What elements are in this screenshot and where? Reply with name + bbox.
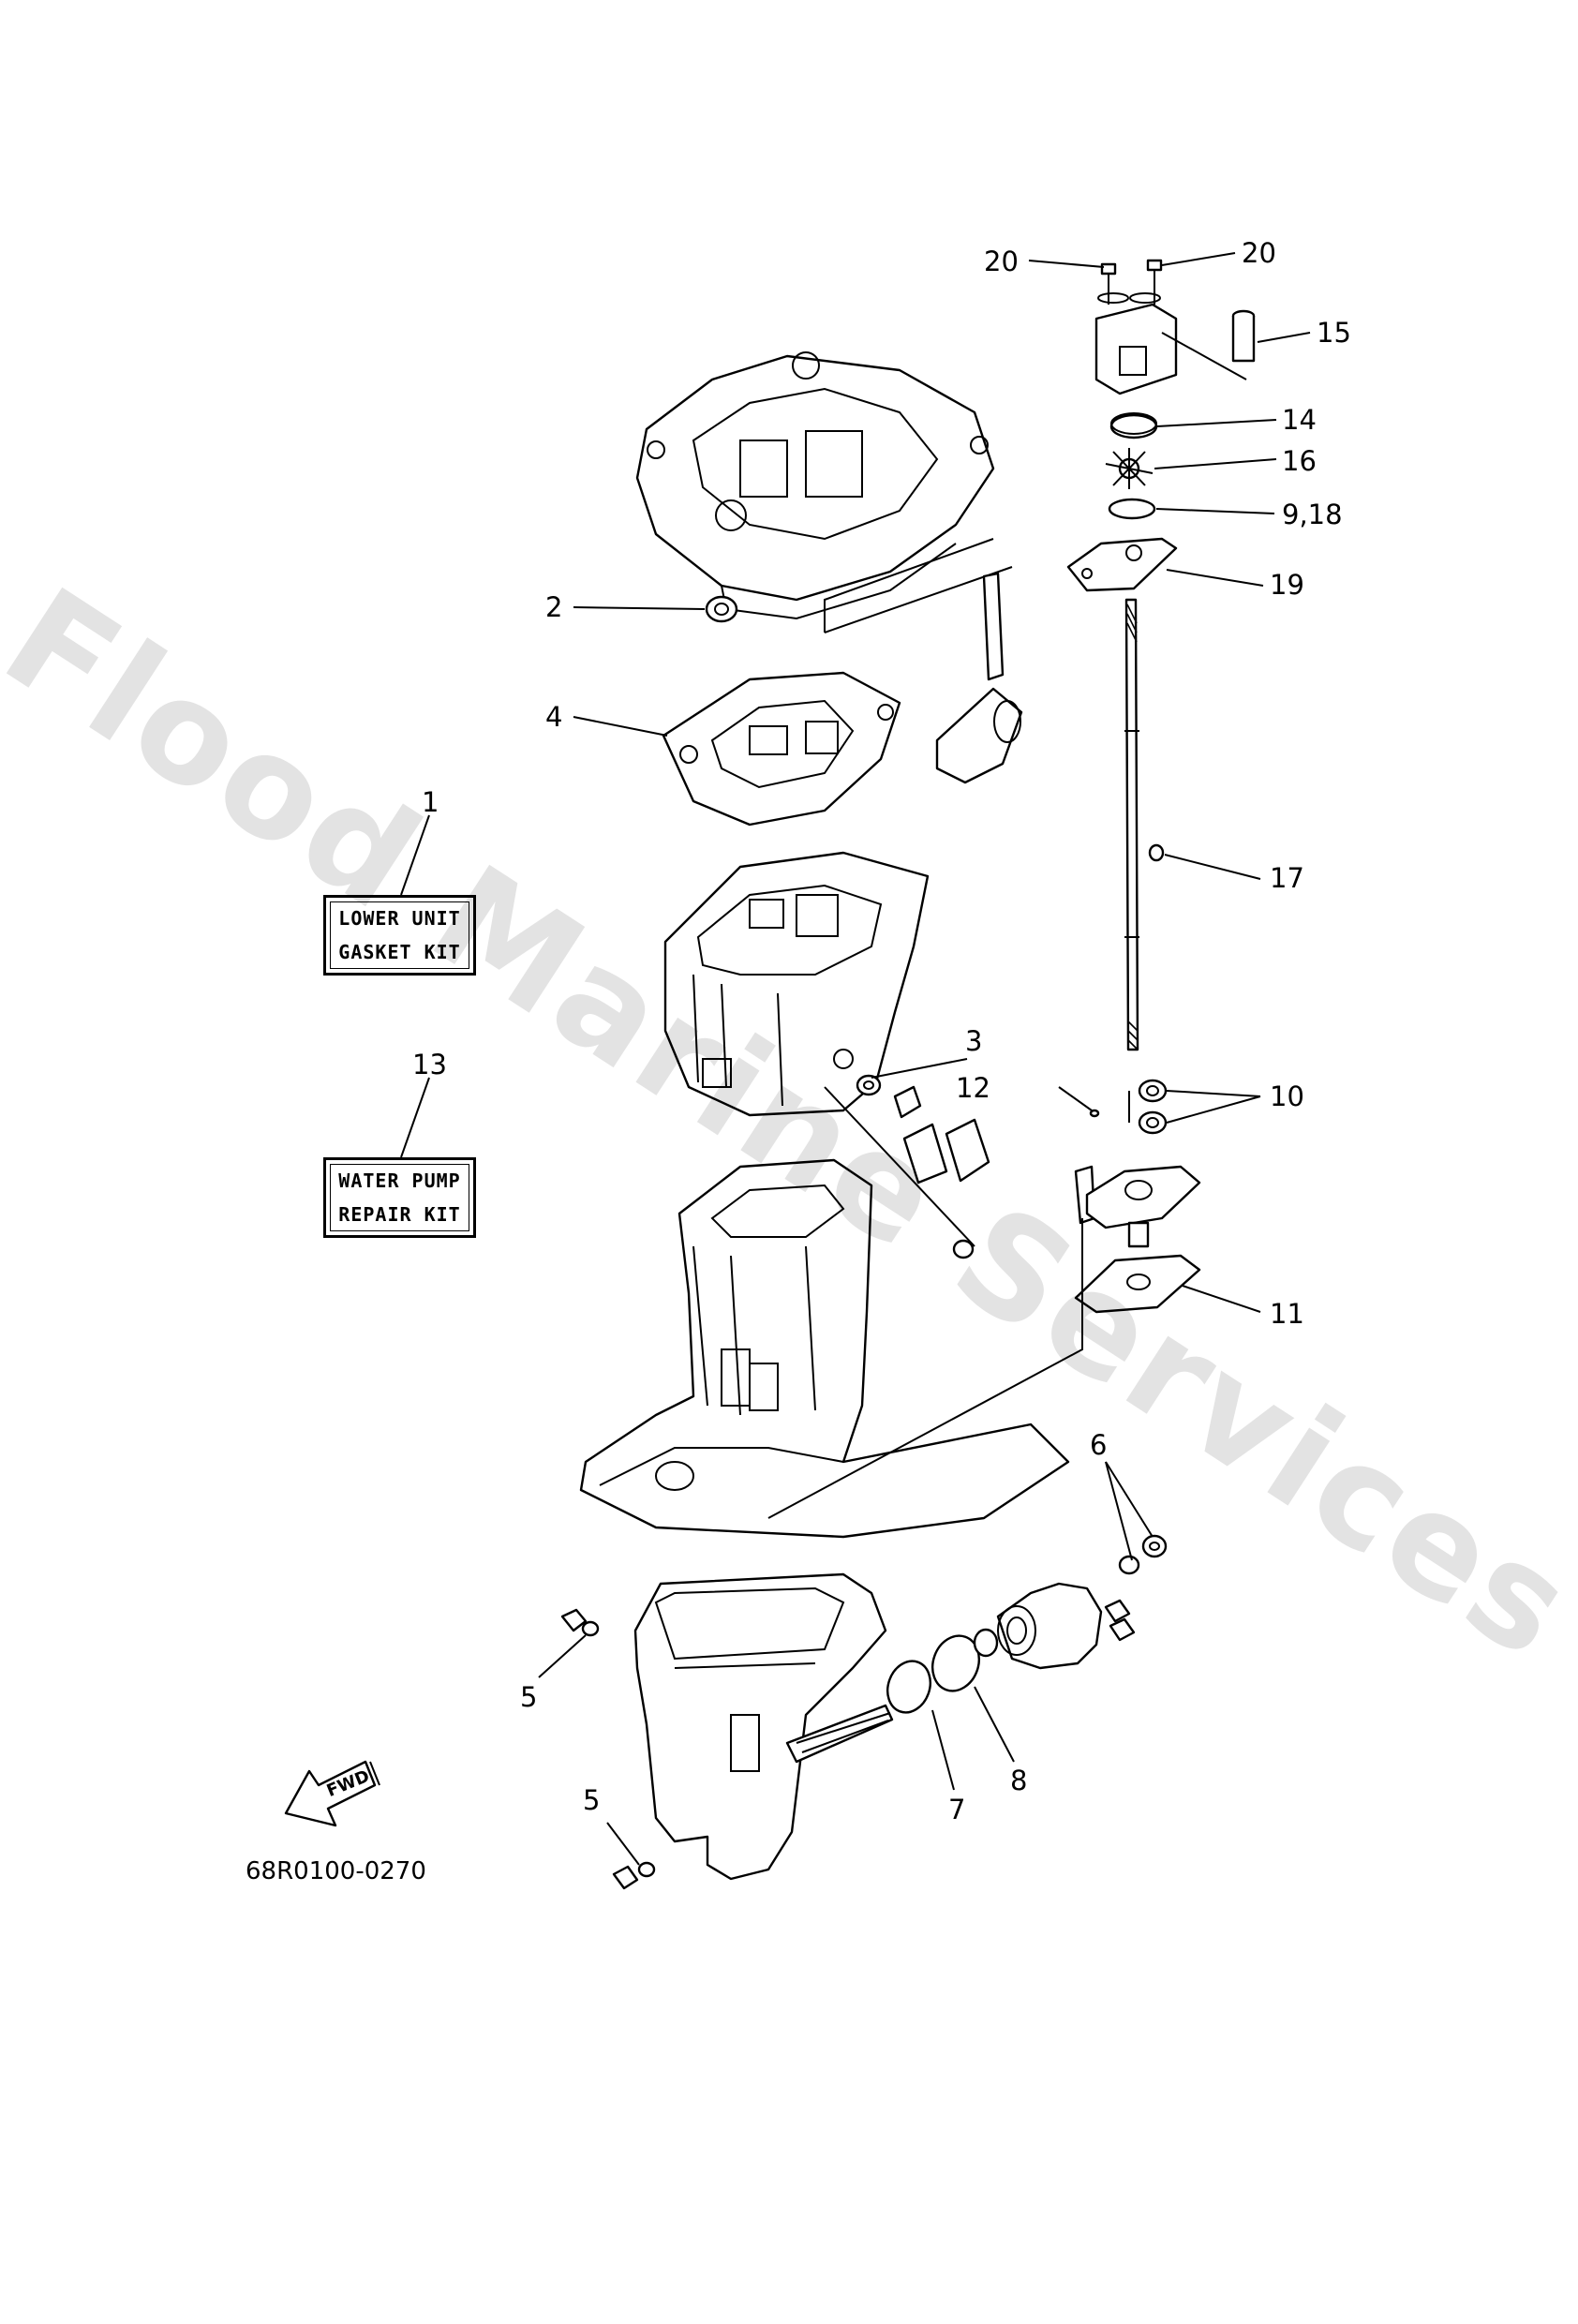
callout-5-lower: 5 [583, 1784, 601, 1816]
callout-8: 8 [1010, 1765, 1028, 1796]
fwd-arrow [284, 1760, 380, 1827]
bolt-5-upper [560, 1608, 600, 1637]
gear-case [633, 1572, 894, 1881]
washer [1129, 292, 1161, 304]
pump-housing [1094, 303, 1247, 395]
pump-base [1074, 1165, 1201, 1248]
kit-13-number: 13 [412, 1049, 447, 1080]
kit-1-number: 1 [422, 786, 439, 818]
part-6-bushings [1118, 1534, 1168, 1575]
diagram-code: 68R0100-0270 [246, 1857, 426, 1885]
bracket-line [824, 566, 1013, 633]
oil-strainer [935, 572, 1023, 784]
bolt-20-left [1100, 262, 1117, 305]
callout-20-left: 20 [984, 246, 1019, 277]
kit-1-line2: GASKET KIT [338, 941, 461, 963]
o-ring-8 [931, 1634, 980, 1692]
callout-19: 19 [1270, 569, 1304, 601]
callout-17: 17 [1270, 862, 1304, 894]
upper-casing-plate [635, 351, 995, 620]
kit-13-line1: WATER PUMP [338, 1169, 461, 1192]
kit-13-leader [400, 1077, 430, 1158]
callout-14: 14 [1282, 404, 1317, 436]
callout-15: 15 [1317, 317, 1351, 349]
impeller-16 [1105, 448, 1154, 489]
oil-seal-2 [705, 595, 738, 623]
callout-16: 16 [1282, 445, 1317, 477]
drive-shaft-housing [663, 851, 930, 1117]
exhaust-housing [579, 1158, 1070, 1539]
callout-10: 10 [1270, 1080, 1304, 1112]
plate-11 [1074, 1254, 1201, 1314]
washer-3 [856, 1074, 882, 1096]
callout-5-upper: 5 [520, 1681, 538, 1713]
callout-3: 3 [965, 1025, 983, 1057]
callout-20-right: 20 [1242, 237, 1276, 269]
kit-13-line2: REPAIR KIT [338, 1203, 461, 1226]
pump-insert-15 [1231, 309, 1256, 363]
lower-unit-gasket-kit-box: LOWER UNIT GASKET KIT [323, 895, 476, 976]
callout-12: 12 [956, 1072, 990, 1104]
outer-plate-19 [1066, 537, 1178, 592]
bracket-line [824, 538, 994, 633]
leader-lines [538, 252, 1311, 1866]
water-pump-repair-kit-box: WATER PUMP REPAIR KIT [323, 1157, 476, 1238]
bearings-10 [1138, 1079, 1168, 1135]
o-ring-9-18 [1108, 498, 1156, 520]
callout-4: 4 [545, 701, 563, 733]
o-ring-7 [886, 1660, 931, 1714]
bolt-5-lower [612, 1861, 656, 1890]
gasket-4 [662, 671, 901, 827]
callout-9-18: 9,18 [1282, 499, 1343, 530]
circlip-17 [1148, 843, 1165, 862]
housing-hardware [824, 1085, 990, 1259]
callout-11: 11 [1270, 1298, 1304, 1330]
callout-7: 7 [948, 1794, 966, 1825]
bolt-20-right [1146, 259, 1163, 305]
callout-2: 2 [545, 591, 563, 623]
kit-1-leader [400, 814, 430, 896]
kit-1-line1: LOWER UNIT [338, 907, 461, 930]
drive-shaft [1124, 598, 1139, 1051]
callout-6: 6 [1090, 1429, 1108, 1461]
insert-14 [1109, 412, 1158, 439]
pin-12 [1089, 1109, 1100, 1118]
propeller-shaft-housing [973, 1582, 1136, 1670]
washer [1097, 292, 1129, 304]
